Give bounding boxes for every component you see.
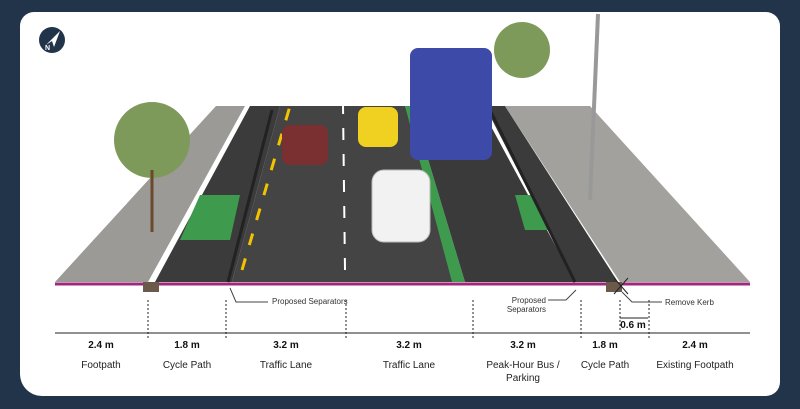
car-red [282, 125, 328, 165]
compass-north-icon: N [39, 27, 65, 53]
section-width: 3.2 m [510, 340, 536, 351]
svg-text:N: N [45, 45, 50, 52]
tree-left [114, 102, 190, 178]
tree-right [494, 22, 550, 78]
right-footpath [505, 106, 750, 282]
section-width: 1.8 m [174, 340, 200, 351]
section-label: Traffic Lane [259, 360, 313, 371]
kerb-right [606, 282, 622, 292]
separator-left [226, 109, 274, 283]
section-width: 1.8 m [592, 340, 618, 351]
section-label: Cycle Path [580, 360, 630, 371]
separator-right [488, 109, 577, 283]
section-label: Footpath [81, 360, 121, 371]
lane-divider-left [240, 105, 292, 271]
section-width: 2.4 m [88, 340, 114, 351]
lane-divider-center [342, 105, 346, 271]
section-dividers [147, 300, 650, 340]
kerb-width-value: 0.6 m [620, 320, 646, 331]
right-cycle-path [485, 106, 618, 282]
kerb-leader [621, 291, 662, 303]
light-pole [588, 13, 600, 201]
section-label: Existing Footpath [656, 360, 734, 371]
section-width: 2.4 m [682, 340, 708, 351]
left-cycle-marking [180, 195, 240, 240]
section-label: Traffic Lane [382, 360, 436, 371]
kerb-left [143, 282, 159, 292]
separator-leader-right [548, 289, 577, 301]
remove-kerb-label: Remove Kerb [665, 298, 714, 307]
section-label: Peak-Hour Bus / Parking [486, 360, 560, 384]
section-label: Cycle Path [162, 360, 212, 371]
car-white [371, 169, 431, 243]
proposed-separators-left-label: Proposed Separators [272, 297, 348, 306]
section-width: 3.2 m [396, 340, 422, 351]
proposed-separators-right-label: Proposed Separators [506, 296, 546, 314]
car-yellow [358, 107, 398, 147]
section-width: 3.2 m [273, 340, 299, 351]
separator-leader-left [229, 287, 268, 303]
remove-kerb-cross [613, 277, 629, 295]
left-footpath [55, 106, 245, 282]
bus [410, 48, 492, 160]
